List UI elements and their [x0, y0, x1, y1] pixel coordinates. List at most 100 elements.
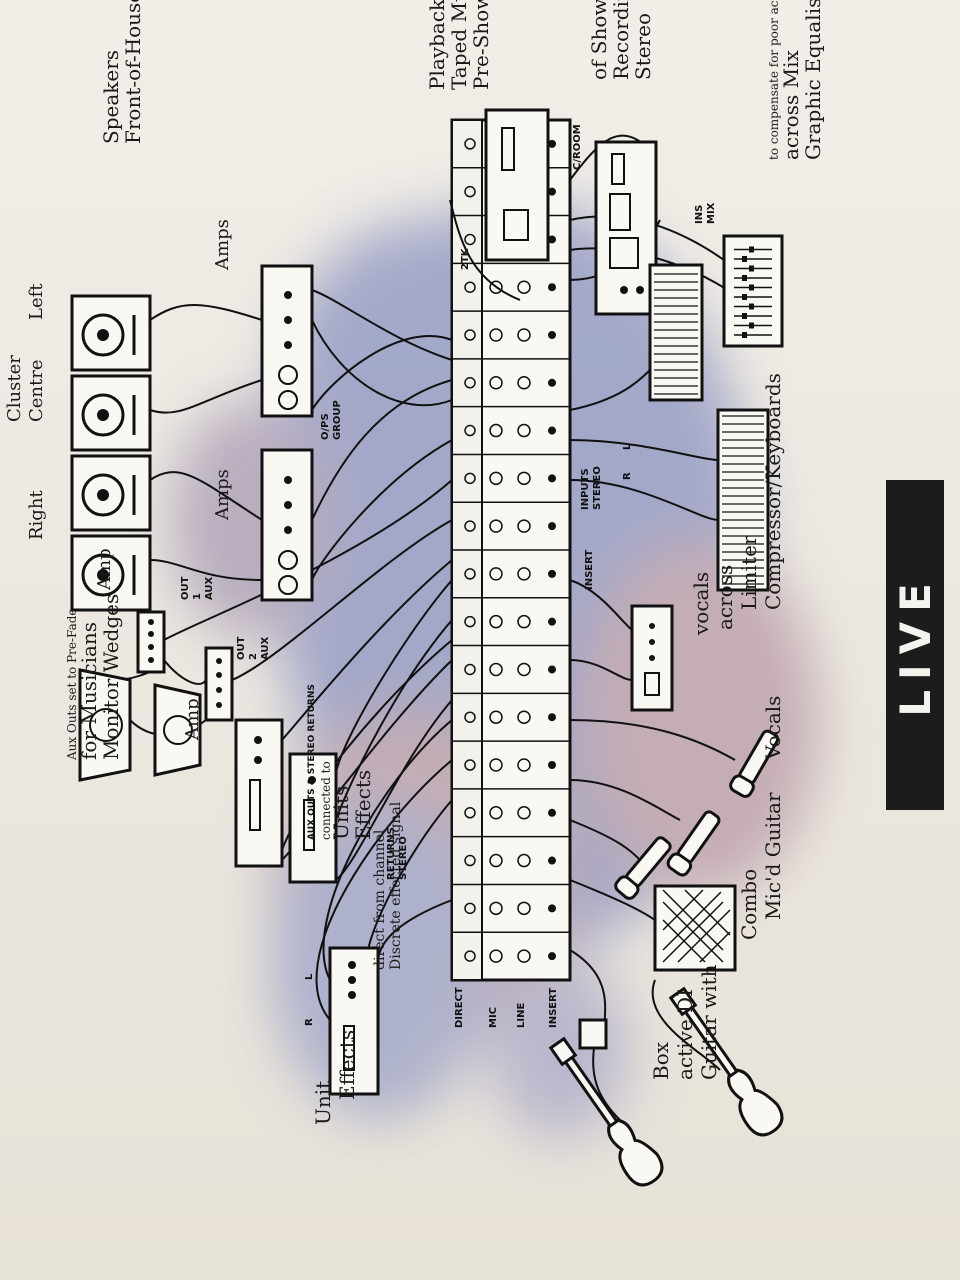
tag-r-keys: R	[622, 472, 633, 480]
tags: MIXINS C/ROOM 2TK GROUPO/PS STEREOINPUTS…	[180, 124, 717, 1028]
foh-label-2: Speakers	[99, 50, 123, 144]
aux-amp-1	[136, 610, 166, 674]
monitor-wedges	[78, 668, 202, 782]
di-box	[578, 1018, 608, 1050]
effects-units-label-2: Units	[329, 786, 353, 840]
micd-guitar-label-1: Mic'd Guitar	[761, 792, 785, 920]
tape-playback	[484, 108, 550, 262]
stereo-rec-label-2: Recording	[609, 0, 633, 80]
keyboards	[648, 263, 770, 592]
svg-text:Guitar with active DI: Guitar with active DI Box	[649, 958, 721, 1080]
stereo-rec-label-1: Stereo	[631, 13, 655, 80]
svg-text:Centre Cluster: Centre Cluster	[4, 354, 47, 422]
graphic-eq-label-1: Graphic Equaliser	[801, 0, 825, 160]
stereo-recorder	[594, 140, 658, 316]
svg-text:Stereo Recording: Stereo Recording of Show	[587, 0, 655, 80]
svg-text:Front-of-House Speakers: Front-of-House Speakers	[99, 0, 145, 144]
tag-group: GROUP	[332, 400, 343, 440]
guitar-di-label-1: Guitar with	[697, 964, 721, 1080]
foh-speakers	[70, 294, 152, 612]
speaker-left	[70, 294, 152, 372]
tag-aux2-b: 2	[248, 653, 259, 660]
mixing-desk	[450, 118, 572, 982]
tag-l-keys: L	[622, 443, 633, 450]
svg-text:Compressor/ Limiter: Compressor/ Limiter across vocals	[689, 474, 785, 636]
effects-unit-1	[234, 718, 284, 868]
guitars	[548, 986, 784, 1187]
right-label: Right	[26, 490, 47, 540]
left-label: Left	[26, 283, 47, 320]
svg-text:MIXINS: MIXINS	[694, 202, 717, 224]
speaker-right	[70, 534, 152, 612]
stereo-rec-label-3: of Show	[587, 0, 611, 80]
tag-2tk: 2TK	[460, 247, 471, 270]
tag-aux1-a: AUX	[204, 576, 215, 600]
tag-insert: INSERT	[584, 550, 595, 590]
tag-c-room: C/ROOM	[572, 124, 583, 170]
compressor-label-3: across	[713, 565, 737, 630]
labels: Graphic Equaliser across Mix to compensa…	[4, 0, 825, 1125]
tag-ins: INS	[694, 205, 705, 224]
svg-text:AUX2OUT: AUX2OUT	[236, 636, 271, 660]
tag-aux1-b: 1	[192, 593, 203, 600]
amp-label-2: Amp	[182, 698, 203, 741]
pre-show-label-2: Taped Music	[447, 0, 471, 90]
tag-row-insert: INSERT	[548, 988, 559, 1028]
aux-amp-2	[204, 646, 234, 722]
speaker-centre-2	[70, 454, 152, 532]
svg-text:Effects Units: Effects Units	[329, 763, 375, 840]
compressor-label-2: Limiter	[737, 535, 761, 610]
svg-text:STEREORETURNS: STEREORETURNS	[386, 827, 409, 880]
amps-lower	[260, 448, 314, 602]
tag-stereo-returns-1: STEREO	[398, 836, 409, 880]
tag-inputs: INPUTS	[580, 468, 591, 510]
tag-l-fx: L	[304, 973, 315, 980]
amps-label-upper: Amps	[212, 219, 233, 271]
tag-aux2-c: OUT	[236, 636, 247, 660]
effects-unit-2	[288, 752, 338, 884]
effects-unit-bottom	[328, 946, 380, 1096]
svg-text:Pre-Show Taped Music: Pre-Show Taped Music Playback	[425, 0, 493, 90]
amps-upper	[260, 264, 314, 418]
effects-units-label-1: Effects	[351, 770, 375, 840]
svg-text:GROUPO/PS: GROUPO/PS	[320, 400, 343, 440]
effects-connected: connected to	[319, 761, 333, 840]
effects-unit-label-1: Effects	[335, 1030, 359, 1100]
svg-text:Graphic Equaliser acros: Graphic Equaliser across Mix	[779, 0, 825, 160]
speaker-centre-1	[70, 374, 152, 452]
svg-text:Effects Unit: Effects Unit	[311, 1023, 359, 1125]
svg-text:STEREOINPUTS: STEREOINPUTS	[580, 466, 603, 510]
guitar-di-label-2: active DI	[673, 989, 697, 1080]
tag-mix: MIX	[706, 202, 717, 224]
monitor-label-2: for Musicians	[77, 622, 101, 760]
graphic-eq-note: to compensate for poor acoustics	[767, 0, 781, 160]
svg-text:Monitor Wedges for Musi: Monitor Wedges for Musicians	[77, 587, 123, 760]
title-block: LIVE	[886, 480, 944, 810]
monitor-label-1: Monitor Wedges	[99, 594, 123, 760]
svg-text:Mic'd Guitar Combo: Mic'd Guitar Combo	[737, 786, 785, 940]
centre-label-1: Centre	[26, 359, 47, 422]
pre-show-label-1: Pre-Show	[469, 0, 493, 90]
amp-label-1: Amp	[94, 548, 115, 591]
tag-stereo-returns-2: RETURNS	[386, 827, 397, 880]
compressor-label-4: vocals	[689, 572, 713, 636]
svg-text:Discrete effected signal: Discrete effected signal direct from cha…	[372, 797, 404, 970]
page-title: LIVE	[891, 573, 940, 717]
micd-guitar-label-2: Combo	[737, 869, 761, 940]
svg-text:AUX1OUT: AUX1OUT	[180, 576, 215, 600]
graphic-equaliser	[722, 234, 784, 348]
tag-r-fx: R	[304, 1018, 315, 1026]
tag-ops: O/PS	[320, 413, 331, 440]
effects-connected-2: AUX OUTS & STEREO RETURNS	[307, 684, 317, 840]
guitar-combo	[653, 884, 737, 972]
keyboards-label: Keyboards	[761, 373, 785, 480]
centre-label-2: Cluster	[4, 355, 25, 422]
tag-aux2-a: AUX	[260, 636, 271, 660]
tag-aux1-c: OUT	[180, 576, 191, 600]
graphic-eq-label-2: across Mix	[779, 50, 803, 160]
discrete-label-2: direct from channel	[372, 829, 388, 970]
tag-row-line: LINE	[516, 1003, 527, 1028]
